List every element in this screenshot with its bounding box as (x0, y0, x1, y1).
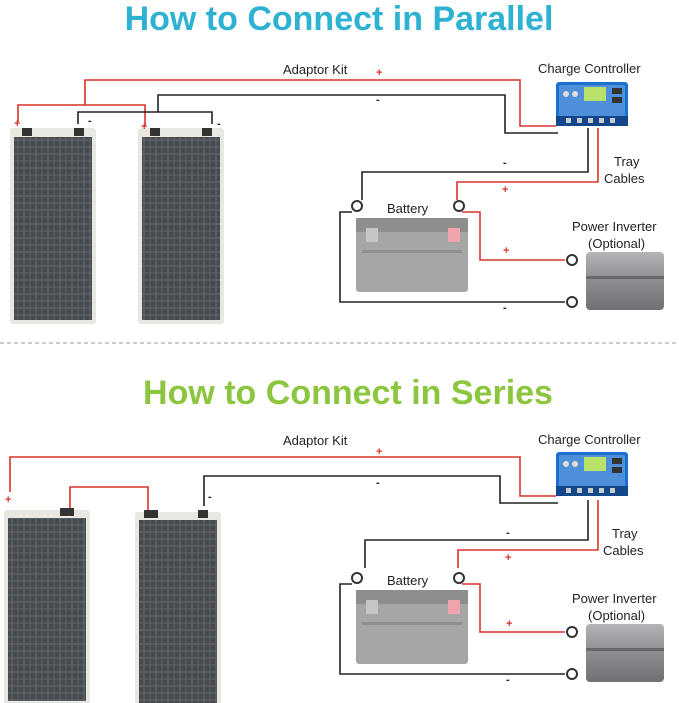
parallel-panel-left-plus: + (14, 118, 20, 130)
series-title: How to Connect in Series (143, 374, 553, 412)
series-inverter-optional: (Optional) (588, 608, 645, 623)
parallel-inverter-label: Power Inverter (572, 219, 657, 234)
parallel-inverter-positive-terminal (566, 254, 578, 266)
parallel-inverter-negative (339, 211, 565, 303)
parallel-section: How to Connect in Parallel (10, 0, 664, 324)
parallel-adaptor-minus: - (376, 94, 380, 106)
series-battery (356, 590, 468, 664)
series-inverter-label: Power Inverter (572, 591, 657, 606)
parallel-battery-positive (456, 128, 599, 200)
series-section: How to Connect in Series + (4, 374, 664, 703)
parallel-solar-panel-right (138, 128, 224, 324)
parallel-adaptor-kit-label: Adaptor Kit (283, 62, 348, 77)
parallel-tray-minus: - (503, 157, 507, 169)
series-battery-label: Battery (387, 573, 429, 588)
parallel-panel-left-minus: - (88, 115, 92, 127)
series-tray-minus: - (506, 527, 510, 539)
series-solar-panel-right (135, 510, 221, 703)
parallel-positive-wire (17, 79, 556, 127)
series-inverter-positive (462, 583, 565, 633)
parallel-title: How to Connect in Parallel (125, 0, 554, 38)
series-adaptor-kit-label: Adaptor Kit (283, 433, 348, 448)
series-power-inverter (586, 624, 664, 682)
series-cables-label: Cables (603, 543, 644, 558)
parallel-battery-positive-terminal (453, 200, 465, 212)
parallel-inverter-plus: + (503, 245, 509, 257)
series-battery-positive-terminal (453, 572, 465, 584)
series-battery-positive (457, 500, 599, 568)
series-charge-controller (556, 452, 628, 496)
parallel-panel-right-plus: + (141, 121, 147, 133)
series-tray-plus: + (505, 552, 511, 564)
parallel-adaptor-plus: + (376, 67, 382, 79)
series-adaptor-plus: + (376, 446, 382, 458)
parallel-battery-label: Battery (387, 201, 429, 216)
parallel-battery-negative-terminal (351, 200, 363, 212)
series-tray-label: Tray (612, 526, 638, 541)
parallel-charge-controller-label: Charge Controller (538, 61, 641, 76)
parallel-solar-panel-left (10, 128, 96, 324)
series-wires (9, 456, 599, 675)
parallel-wires (17, 79, 599, 303)
parallel-negative-branch (158, 111, 213, 124)
parallel-negative-wire (77, 94, 558, 134)
parallel-inverter-optional: (Optional) (588, 236, 645, 251)
parallel-tray-label: Tray (614, 154, 640, 169)
series-inverter-minus: - (506, 674, 510, 686)
series-panel-link (69, 486, 149, 510)
parallel-tray-plus: + (502, 184, 508, 196)
parallel-cables-label: Cables (604, 171, 645, 186)
parallel-inverter-minus: - (503, 302, 507, 314)
series-panel-right-minus: - (208, 491, 212, 503)
series-solar-panel-left (4, 508, 90, 703)
parallel-power-inverter (586, 252, 664, 310)
parallel-inverter-positive (462, 211, 565, 261)
parallel-positive-branch (85, 104, 146, 126)
series-panel-left-plus: + (5, 494, 11, 506)
series-battery-negative (364, 500, 589, 568)
series-battery-negative-terminal (351, 572, 363, 584)
series-adaptor-minus: - (376, 477, 380, 489)
parallel-battery (356, 218, 468, 292)
series-inverter-plus: + (506, 618, 512, 630)
series-inverter-negative (339, 583, 565, 675)
series-negative-wire (203, 475, 558, 506)
series-inverter-negative-terminal (566, 668, 578, 680)
series-inverter-positive-terminal (566, 626, 578, 638)
parallel-battery-negative (361, 128, 589, 200)
parallel-panel-right-minus: - (217, 118, 221, 130)
parallel-inverter-negative-terminal (566, 296, 578, 308)
parallel-charge-controller (556, 82, 628, 126)
series-positive-wire (9, 456, 556, 497)
series-charge-controller-label: Charge Controller (538, 432, 641, 447)
